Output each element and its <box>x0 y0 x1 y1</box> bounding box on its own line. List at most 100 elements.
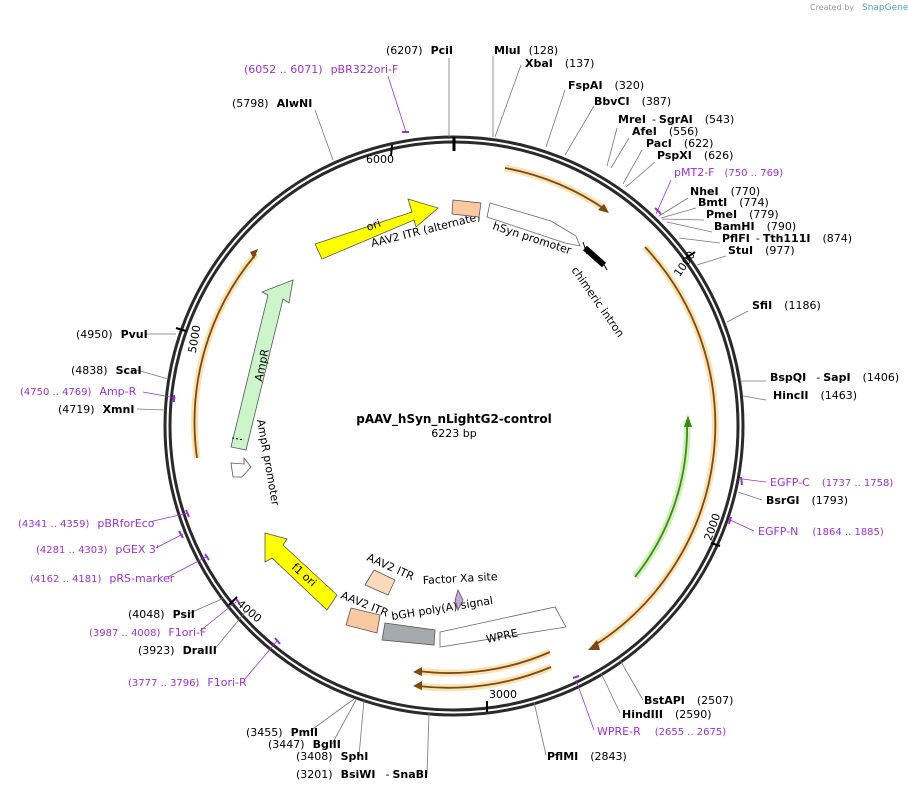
stui-leader <box>696 255 727 266</box>
paci-label: PacI(622) <box>646 137 713 150</box>
wprer-primer-label: WPRE-R(2655 .. 2675) <box>597 725 726 738</box>
itr-b-feature <box>345 607 381 634</box>
itr-a-feature <box>364 569 396 596</box>
arc-features <box>191 164 719 692</box>
ampr-primer-leader <box>142 391 177 399</box>
arc-1 <box>504 167 607 211</box>
sfii-leader <box>726 310 749 323</box>
hincii-label: HincII(1463) <box>773 389 857 402</box>
pbrfor-mark <box>185 509 190 518</box>
psii-label: (4048)PsiI <box>128 608 195 621</box>
bbvci-leader <box>564 105 595 156</box>
bglii-label: (3447)BglII <box>268 738 341 751</box>
leader-lines <box>136 56 767 775</box>
f1-ori-feature <box>264 532 338 611</box>
arc-green-arrowhead <box>684 415 692 427</box>
paci-leader <box>622 149 643 185</box>
fspai-label: FspAI(320) <box>568 79 644 92</box>
pbr322-primer-label: (6052 .. 6071)pBR322ori-F <box>244 63 398 76</box>
wpre-feature <box>439 606 567 648</box>
scai-label: (4838)ScaI <box>71 364 142 377</box>
fspai-leader <box>545 89 566 148</box>
egfpn-primer-label: EGFP-N(1864 .. 1885) <box>758 525 884 538</box>
arc-1-halo <box>504 164 608 213</box>
pgex-primer-label: (4281 .. 4303)pGEX 3' <box>36 543 159 556</box>
xmni-label: (4719)XmnI <box>58 403 134 416</box>
afei-label: AfeI(556) <box>632 125 698 138</box>
bmti-label: BmtI(774) <box>698 196 769 209</box>
chimeric-intron-feature <box>582 245 607 268</box>
chimeric-intron-end <box>600 258 608 271</box>
egfpn-mark <box>728 516 732 525</box>
xbai-label: XbaI(137) <box>525 57 594 70</box>
arc-4-arrowhead <box>413 681 422 690</box>
tick-1000 <box>685 251 696 259</box>
pspxi-leader <box>625 161 656 188</box>
arc-3-halo <box>417 648 552 677</box>
psii-leader <box>189 597 225 614</box>
prs-primer-label: (4162 .. 4181)pRS-marker <box>30 572 175 585</box>
pflmi-label: PflMI(2843) <box>547 750 627 763</box>
alwni-leader <box>314 109 334 161</box>
pbrfor-primer-label: (4341 .. 4359)pBRforEco <box>18 517 155 530</box>
credit-prefix: Created by <box>810 3 854 12</box>
nhei-leader <box>658 197 689 217</box>
itr-alternate-feature <box>451 199 482 218</box>
f1orir-leader <box>243 640 278 681</box>
tick-label-6000: 6000 <box>366 153 394 166</box>
bspqi-label: BspQI-SapI(1406) <box>770 371 899 384</box>
ampr-feature <box>230 279 294 451</box>
mrei-leader <box>606 127 618 167</box>
bsrgi-leader <box>737 491 763 501</box>
arc-2-halo <box>593 244 719 648</box>
snapgene-logo-text: SnapGene <box>862 3 908 13</box>
arc-2 <box>594 246 717 646</box>
bsiwi-label: (3201)BsiWI-SnaBI <box>296 768 428 781</box>
tick-6000 <box>390 144 393 157</box>
egfpc-leader <box>741 478 767 483</box>
f1orif-primer-label: (3987 .. 4008)F1ori-F <box>89 626 206 639</box>
plasmid-name: pAAV_hSyn_nLightG2-control <box>356 412 551 427</box>
arc-5-arrowhead <box>250 249 258 259</box>
arc-5 <box>193 253 257 459</box>
pmei-leader <box>661 218 705 221</box>
pbrfor-leader <box>148 512 189 523</box>
arc-4 <box>417 666 552 689</box>
afei-leader <box>610 137 630 169</box>
arc-3 <box>417 651 551 674</box>
pmt2-leader <box>655 179 672 215</box>
draiii-leader <box>213 610 247 651</box>
plasmid-size: 6223 bp <box>431 427 476 440</box>
prs-leader <box>167 555 209 578</box>
pgex-leader <box>155 533 184 549</box>
f1orif-leader <box>199 601 237 632</box>
tick-5000 <box>175 327 187 332</box>
sfii-label: SfiI(1186) <box>752 299 821 312</box>
ori-feature <box>314 198 439 260</box>
stui-label: StuI(977) <box>728 244 795 257</box>
xbai-leader <box>494 64 522 138</box>
ampr-promoter-feature <box>230 456 252 478</box>
pflfi-label: PflFI-Tth111I(874) <box>722 232 852 245</box>
pmt2-primer-label: pMT2-F(750 .. 769) <box>674 166 783 179</box>
sphi-leader <box>358 699 365 757</box>
pflfi-leader <box>678 237 721 244</box>
tick-4000 <box>228 596 238 606</box>
f1orif-mark <box>235 598 241 605</box>
arc-2-arrowhead <box>588 640 600 650</box>
nhei-label: NheI(770) <box>690 185 760 198</box>
draiii-label: (3923)DraIII <box>138 644 217 657</box>
ampr-primer-label: (4750 .. 4769)Amp-R <box>20 385 137 398</box>
primer-marks <box>173 131 743 679</box>
pbr322-leader <box>387 75 407 133</box>
pmei-label: PmeI(779) <box>706 208 779 221</box>
arc-arrowheads <box>250 204 692 690</box>
bgh-polya-feature <box>381 622 436 646</box>
site-labels: (6207)PciI MluI(128) XbaI(137) (6052 .. … <box>18 44 899 781</box>
wprer-mark <box>572 675 580 679</box>
mrei-label: MreI-SgrAI(543) <box>618 113 734 126</box>
alwni-label: (5798)AlwNI <box>232 97 312 110</box>
ampr-promoter-label: AmpR promoter <box>254 418 282 507</box>
pcii-label: (6207)PciI <box>386 44 453 57</box>
chimeric-intron-label: chimeric intron <box>569 264 627 339</box>
